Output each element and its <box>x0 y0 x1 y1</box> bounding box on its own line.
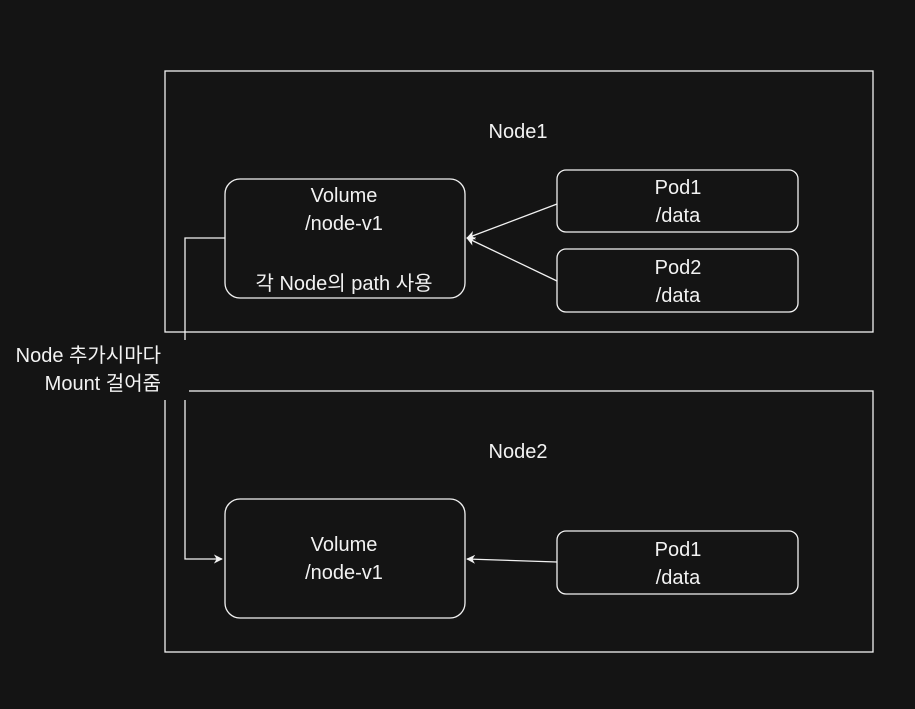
node1-pod1-to-volume-arrow <box>466 203 558 240</box>
node1-group: Node1 Volume /node-v1 각 Node의 path 사용 Po… <box>164 70 874 333</box>
node1-box[interactable] <box>164 70 874 333</box>
node1-pod1-box[interactable] <box>556 169 799 233</box>
mount-note-line2: Mount 걸어줌 <box>45 372 161 395</box>
node1-label: Node1 <box>489 121 548 143</box>
mount-note: Node 추가시마다 Mount 걸어줌 <box>4 340 189 400</box>
node1-pod1-path: /data <box>656 205 701 227</box>
node2-box[interactable] <box>164 390 874 653</box>
node2-label: Node2 <box>489 441 548 463</box>
node2-volume-title: Volume <box>311 534 378 556</box>
node2-pod1-box[interactable] <box>556 530 799 595</box>
mount-connector-arrow <box>184 237 225 564</box>
node1-pod2-to-volume-arrow <box>466 237 558 282</box>
mount-note-background <box>4 340 189 400</box>
node2-pod1-name: Pod1 <box>655 539 702 561</box>
node1-volume-path: /node-v1 <box>305 213 383 235</box>
node2-volume-path: /node-v1 <box>305 562 383 584</box>
node2-group: Node2 Volume /node-v1 Pod1 /data <box>164 390 874 653</box>
node1-pod2-path: /data <box>656 285 701 307</box>
node2-pod1-to-volume-arrow <box>466 554 558 564</box>
node1-pod2-name: Pod2 <box>655 257 702 279</box>
node1-pod1-name: Pod1 <box>655 177 702 199</box>
node2-volume-box[interactable] <box>224 498 466 619</box>
node1-volume-note: 각 Node의 path 사용 <box>255 272 432 295</box>
node2-pod1-path: /data <box>656 567 701 589</box>
mount-note-line1: Node 추가시마다 <box>16 344 161 367</box>
node1-volume-title: Volume <box>311 185 378 207</box>
